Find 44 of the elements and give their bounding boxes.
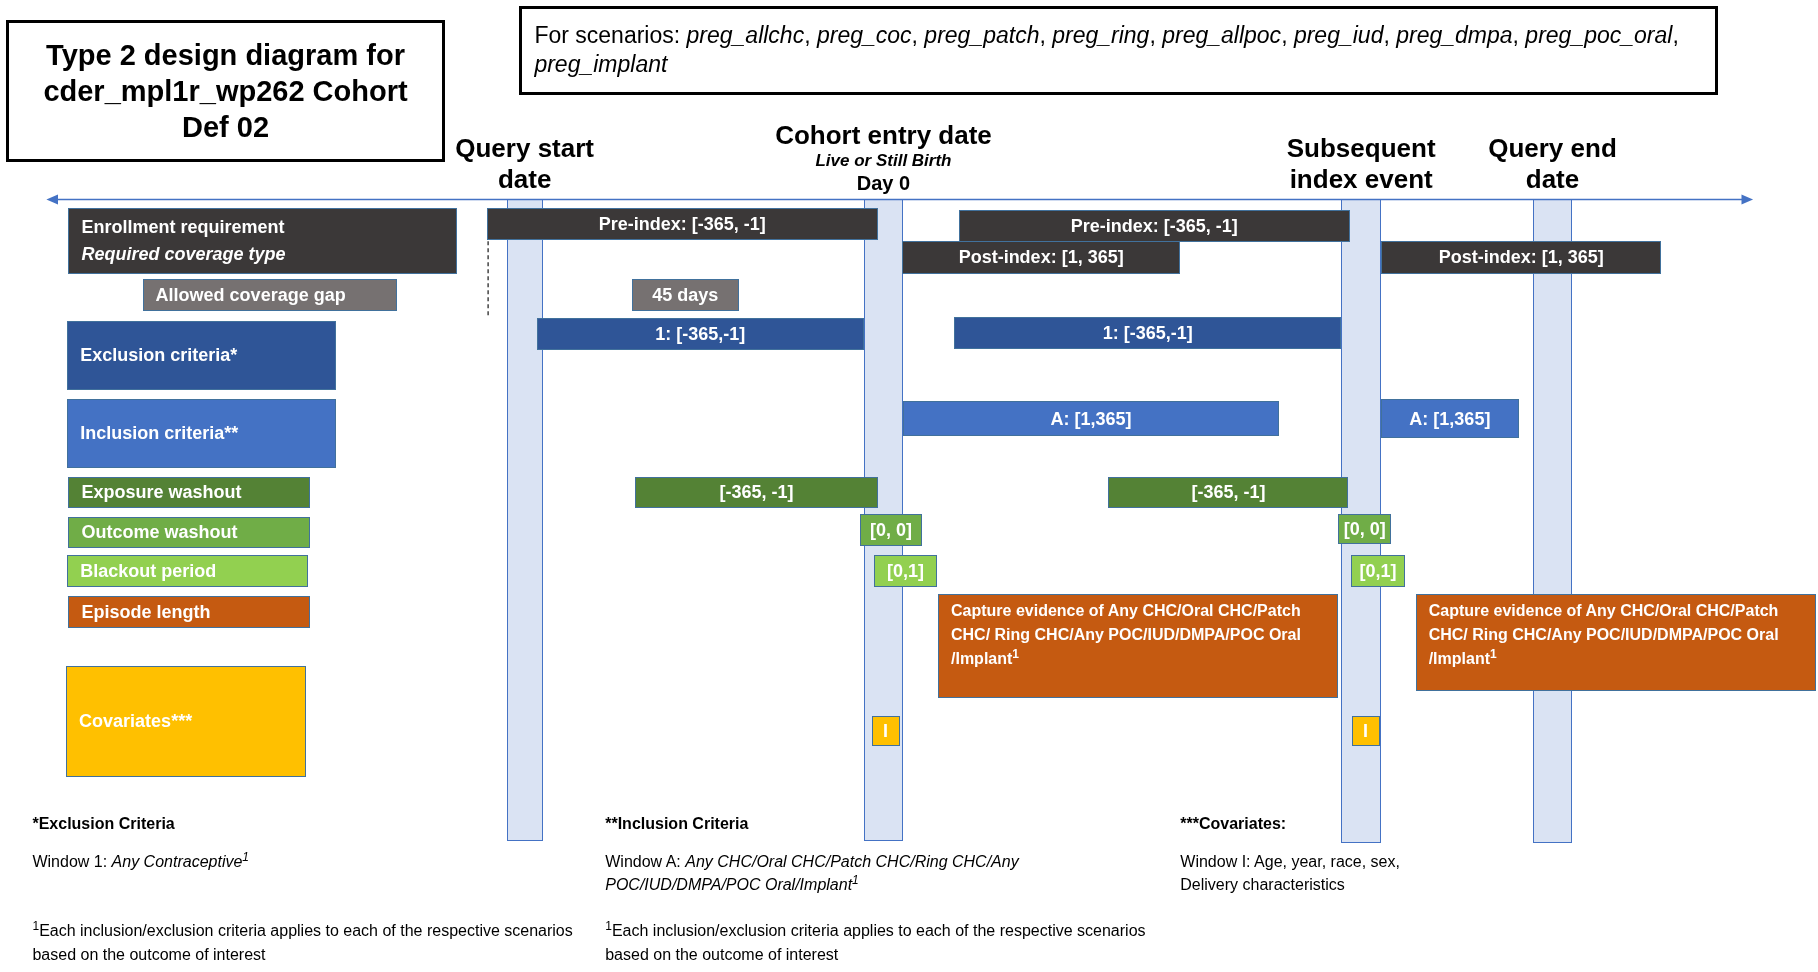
date-heading: Subsequent index event xyxy=(1286,133,1437,196)
legend-box: Covariates*** xyxy=(66,665,307,777)
footnote-text: Window I: Age, year, race, sex, Delivery characteristics xyxy=(1180,851,1401,896)
footnote-heading: *Exclusion Criteria xyxy=(32,814,175,832)
legend-box: Inclusion criteria** xyxy=(67,398,337,469)
legend-box: Exclusion criteria* xyxy=(67,321,337,390)
footnote-text: $^{1}$Each inclusion/exclusion criteria applies to each of the respective scenarios based on the outcome of interest xyxy=(32,919,574,965)
date-heading: Query end date xyxy=(1487,133,1618,196)
legend-box: Exposure washout xyxy=(68,476,310,508)
window-bar: 45 days xyxy=(631,279,739,311)
date-heading: Query start date xyxy=(454,133,595,196)
window-bar: A: [1,365] xyxy=(903,401,1279,436)
window-bar: [0,1] xyxy=(1350,555,1406,587)
legend-box: Allowed coverage gap xyxy=(142,279,397,311)
footnote-text: Window A: Any CHC/Oral CHC/Patch CHC/Ring CHC/Any POC/IUD/DMPA/POC Oral/Implant$^{1}$ xyxy=(605,851,1021,896)
window-bar: A: [1,365] xyxy=(1380,398,1519,439)
window-bar: Post-index: [1, 365] xyxy=(1380,241,1662,274)
window-bar: [-365, -1] xyxy=(635,476,878,508)
footnote-heading: ***Covariates: xyxy=(1180,814,1287,832)
episode-box: Capture evidence of Any CHC/Oral CHC/Patch CHC/ Ring CHC/Any POC/IUD/DMPA/POC Oral /Implant$^{1}$ xyxy=(938,593,1338,698)
legend-box: Outcome washout xyxy=(68,517,310,549)
scenario-box: For scenarios: preg_allchc, preg_coc, preg_patch, preg_ring, preg_allpoc, preg_iud, preg_dmpa, preg_poc_oral, preg_implant xyxy=(519,5,1719,96)
window-bar: Pre-index: [-365, -1] xyxy=(486,207,878,240)
window-bar: 1: [-365,-1] xyxy=(536,317,864,351)
window-bar: Post-index: [1, 365] xyxy=(902,241,1181,274)
window-bar: [0, 0] xyxy=(860,513,922,547)
window-bar: [0, 0] xyxy=(1338,513,1392,544)
legend-box: Episode length xyxy=(68,595,310,629)
covariate-marker: I xyxy=(1351,716,1380,747)
legend-box: Enrollment requirement Required coverage type xyxy=(68,207,457,274)
legend-box: Blackout period xyxy=(67,555,309,587)
window-bar: 1: [-365,-1] xyxy=(954,316,1342,349)
episode-box: Capture evidence of Any CHC/Oral CHC/Patch CHC/ Ring CHC/Any POC/IUD/DMPA/POC Oral /Implant$^{1}$ xyxy=(1415,593,1816,691)
window-bar: [0,1] xyxy=(874,555,937,587)
footnote-text: $^{1}$Each inclusion/exclusion criteria applies to each of the respective scenarios based on the outcome of interest xyxy=(605,919,1147,965)
title-box: Type 2 design diagram for cder_mpl1r_wp262 Cohort Def 02 xyxy=(5,19,446,163)
date-heading: Cohort entry date xyxy=(775,119,992,151)
footnote-text: Window 1: Any Contraceptive$^{1}$ xyxy=(32,849,250,872)
covariate-marker: I xyxy=(871,716,900,747)
window-bar: [-365, -1] xyxy=(1108,476,1349,508)
footnote-heading: **Inclusion Criteria xyxy=(605,814,749,832)
date-heading: Day 0 xyxy=(856,171,911,196)
date-heading: Live or Still Birth xyxy=(815,151,952,172)
window-bar: Pre-index: [-365, -1] xyxy=(958,209,1350,243)
